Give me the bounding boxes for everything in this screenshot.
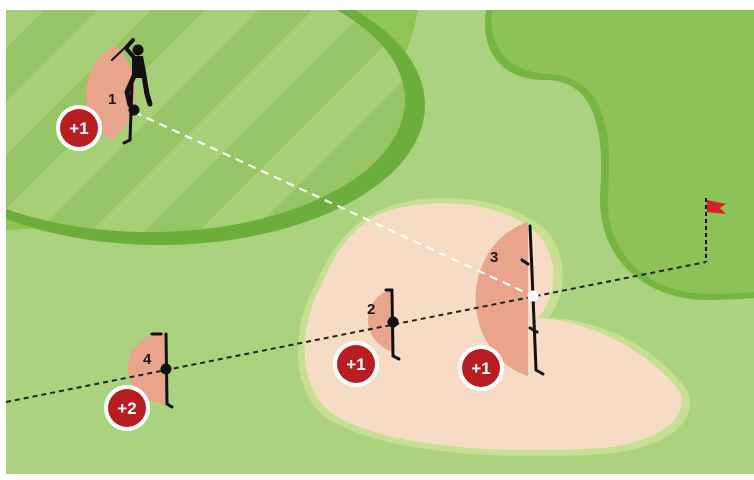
position-label-3: 3 (490, 249, 498, 266)
position-label-2: 2 (367, 301, 375, 318)
penalty-badge-2: +1 (333, 341, 379, 387)
ball-icon (528, 291, 539, 302)
position-label-4: 4 (143, 351, 152, 368)
penalty-badge-3: +1 (458, 345, 504, 391)
penalty-label-2: +1 (346, 355, 365, 374)
ball-position-2 (388, 317, 399, 328)
penalty-label-1: +1 (69, 119, 88, 138)
penalty-label-3: +1 (471, 359, 490, 378)
penalty-label-4: +2 (117, 399, 136, 418)
penalty-badge-1: +1 (56, 105, 102, 151)
ball-position-4 (161, 364, 172, 375)
position-label-1: 1 (108, 91, 116, 108)
penalty-badge-4: +2 (104, 385, 150, 431)
